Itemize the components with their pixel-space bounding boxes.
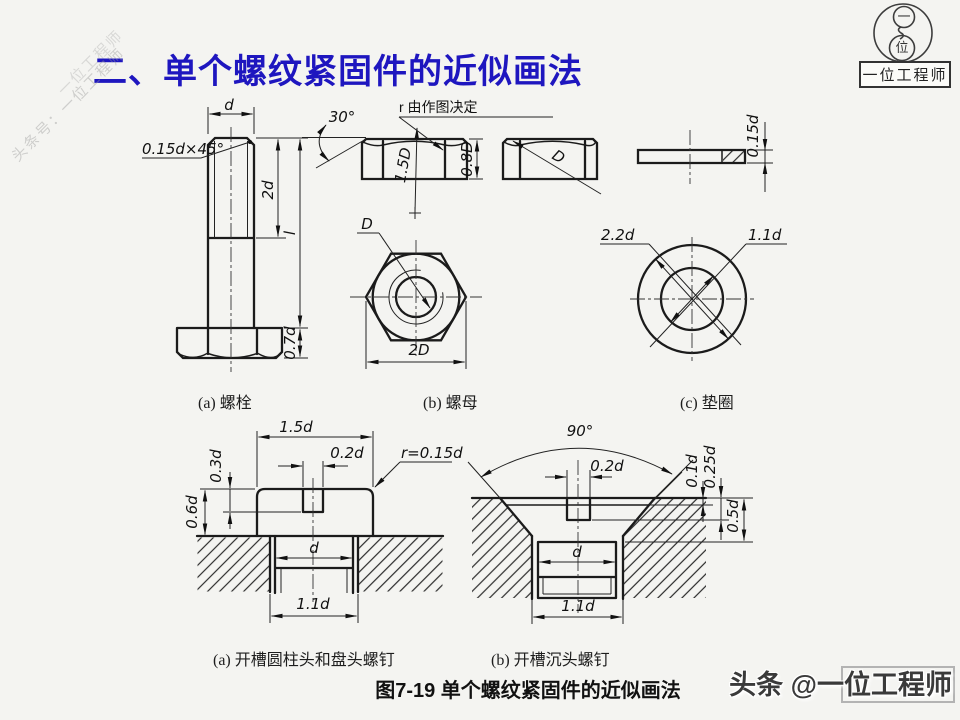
csk-dim-slot-depth: 0.25d	[701, 445, 719, 488]
pan-dim-head-height: 0.6d	[183, 495, 201, 529]
pan-head-outline	[255, 487, 375, 538]
bolt-dim-head-height: 0.7d	[281, 326, 299, 360]
logo-top-char: 一	[897, 9, 910, 24]
bolt-head-chamfer-arcs	[178, 352, 281, 359]
pan-dim-slot-depth: 0.3d	[207, 449, 225, 483]
caption-bolt: (a) 螺栓	[198, 395, 252, 412]
pan-head-screw-drawing: 1.5d 0.2d 0.3d 0.6d r=0.15d d 1.1d	[183, 418, 463, 623]
caption-washer: (c) 垫圈	[680, 395, 734, 412]
nut-side-left-outline	[360, 137, 469, 181]
csk-dim-angle: 90°	[567, 422, 594, 440]
nut-dim-arc-radius: 1.5D	[391, 146, 415, 184]
logo-bottom-char: 位	[895, 40, 908, 55]
figure-caption: 图7-19 单个螺纹紧固件的近似画法	[375, 680, 681, 702]
bolt-thread-root-lines	[214, 141, 248, 238]
csk-dim-slot-width: 0.2d	[590, 457, 624, 475]
bolt-dim-thread-length: 2d	[259, 180, 277, 200]
washer-dim-outer: 2.2d	[601, 226, 635, 244]
washer-dim-thickness: 0.15d	[744, 114, 762, 157]
pan-dim-fillet: r=0.15d	[401, 444, 463, 462]
logo-top-circle	[892, 5, 916, 29]
pan-dim-head-width: 1.5d	[279, 418, 313, 436]
footer-handle: 头条 @一位工程师	[729, 670, 952, 700]
nut-side-views: 30° 1.5D 0.8D r 由作图决定 D	[302, 99, 602, 219]
nut-front-view: D 2D	[350, 215, 482, 369]
nut-dim-width: 2D	[408, 341, 429, 359]
pan-dim-slot-width: 0.2d	[330, 444, 364, 462]
washer-drawing: 0.15d 2.2d 1.1d	[600, 114, 787, 361]
csk-dim-diameter: d	[572, 543, 582, 561]
csk-dim-head-height: 0.5d	[724, 499, 742, 533]
pan-dim-diameter: d	[309, 539, 319, 557]
csk-dim-offset: 0.1d	[683, 454, 701, 488]
csk-dim-hole: 1.1d	[561, 597, 595, 615]
logo-box	[859, 61, 951, 88]
bolt-head-outline	[175, 326, 284, 360]
washer-dim-inner: 1.1d	[748, 226, 782, 244]
brand-logo: 一 位 一位工程师	[859, 3, 951, 88]
nut-r-note: r 由作图决定	[399, 99, 478, 115]
bolt-dim-length: l	[281, 230, 299, 235]
caption-countersunk-screw: (b) 开槽沉头螺钉	[491, 652, 610, 669]
countersunk-screw-drawing: 90° 0.2d 0.1d 0.25d 0.5d d	[467, 422, 753, 624]
washer-side-outline	[636, 148, 747, 165]
page-title: 二、单个螺纹紧固件的近似画法	[93, 53, 583, 91]
logo-squiggle	[897, 26, 905, 40]
bolt-dim-chamfer: 0.15d×45°	[142, 140, 224, 158]
nut-dim-bore: D	[361, 215, 373, 233]
nut-dim-angle: 30°	[329, 108, 356, 126]
nut-dim-height: 0.8D	[458, 141, 476, 176]
caption-nut: (b) 螺母	[423, 395, 478, 412]
logo-label: 一位工程师	[862, 67, 947, 84]
bolt-drawing: d 0.15d×45° 2d l 0.7d	[142, 96, 308, 372]
footer-stamp-box	[841, 666, 955, 703]
logo-bottom-circle	[888, 34, 916, 62]
bolt-dim-width: d	[224, 96, 234, 114]
pan-dim-hole: 1.1d	[296, 595, 330, 613]
caption-pan-head-screw: (a) 开槽圆柱头和盘头螺钉	[213, 652, 395, 669]
